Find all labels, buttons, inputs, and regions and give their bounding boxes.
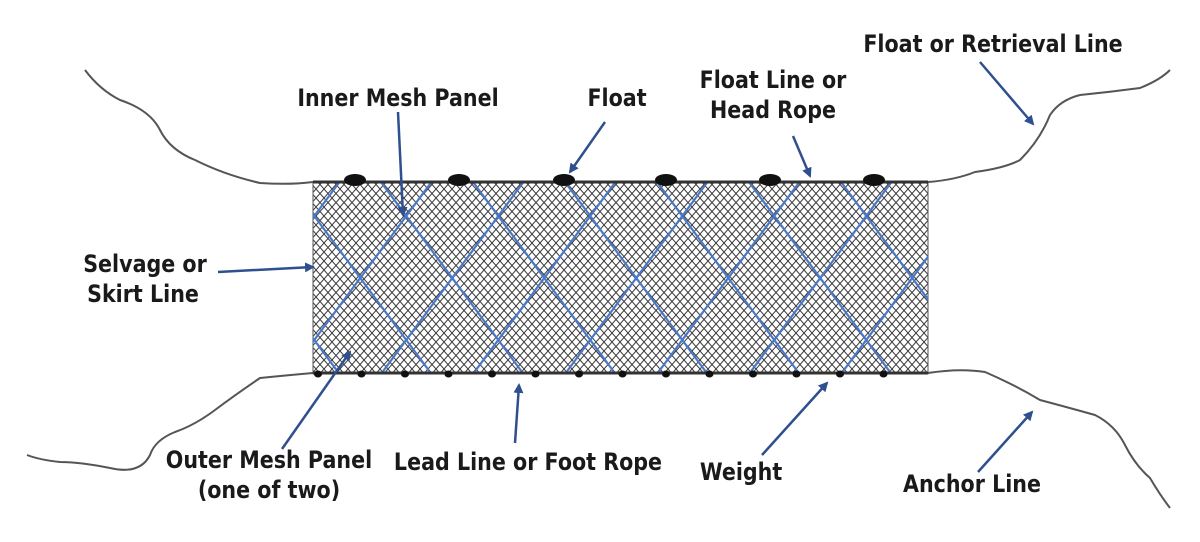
floats: [344, 174, 885, 186]
float-5: [759, 174, 781, 186]
outer-mesh-strand: [656, 182, 801, 374]
arrow-inner-mesh: [396, 111, 408, 217]
right-anchor-line: [927, 369, 1171, 509]
float-3: [553, 174, 575, 186]
inner-mesh-panel: [312, 181, 929, 375]
arrow-head-rope: [791, 135, 812, 178]
arrow-float: [568, 121, 607, 174]
weight-marker: [705, 370, 714, 378]
weight-marker: [879, 370, 888, 378]
weight-marker: [575, 370, 583, 378]
arrow-selvage: [217, 262, 315, 274]
outer-mesh-strand: [313, 336, 341, 374]
label-selvage-line1: Selvage or: [83, 251, 207, 279]
float-4: [655, 174, 677, 186]
outer-mesh-panel: [313, 182, 1200, 374]
label-anchor-line: Anchor Line: [903, 471, 1041, 499]
callout-arrows: [217, 61, 1035, 473]
weights: [314, 370, 888, 378]
outer-mesh-strand: [564, 182, 709, 374]
float-2: [448, 174, 470, 186]
arrow-retrieval-line: [979, 61, 1035, 126]
float-6: [863, 174, 885, 186]
weight-marker: [314, 370, 322, 378]
outer-mesh-strand: [313, 182, 341, 220]
outer-mesh-strand: [313, 182, 433, 344]
right-float-line: [927, 69, 1171, 183]
left-float-line: [84, 69, 314, 185]
weight-marker: [662, 370, 670, 378]
outer-mesh-strand: [1025, 182, 1168, 374]
label-lead-line: Lead Line or Foot Rope: [394, 449, 662, 477]
weight-marker: [618, 370, 627, 378]
outer-mesh-strand: [1117, 182, 1200, 374]
arrow-outer-mesh: [280, 350, 352, 450]
outer-mesh-strand: [472, 182, 617, 374]
outer-mesh-strand: [748, 182, 893, 374]
label-float-or-retrieval-line: Float or Retrieval Line: [863, 31, 1122, 59]
weight-marker: [488, 370, 496, 378]
outer-mesh-strand: [1117, 182, 1200, 374]
label-selvage-line2: Skirt Line: [87, 281, 199, 309]
weight-marker: [357, 370, 366, 378]
weight-marker: [444, 370, 453, 378]
float-1: [344, 174, 366, 186]
weight-marker: [531, 370, 540, 378]
arrow-weight: [761, 381, 829, 456]
outer-mesh-strand: [933, 182, 1076, 374]
label-outer-mesh-line1: Outer Mesh Panel: [166, 447, 372, 475]
outer-mesh-strand: [380, 182, 525, 374]
weight-marker: [792, 370, 801, 378]
arrow-anchor-line: [977, 410, 1034, 473]
label-inner-mesh-panel: Inner Mesh Panel: [297, 85, 498, 113]
label-float: Float: [587, 85, 646, 113]
weight-marker: [749, 370, 757, 378]
outer-mesh-strand: [933, 182, 1076, 374]
outer-mesh-strand: [1025, 182, 1168, 374]
left-anchor-line: [26, 372, 314, 471]
weight-marker: [401, 370, 409, 378]
label-float-line-line2: Head Rope: [710, 97, 836, 125]
outer-mesh-strand: [840, 254, 928, 374]
arrow-lead-line: [513, 383, 524, 444]
label-outer-mesh-line2: (one of two): [198, 477, 340, 505]
label-weight: Weight: [700, 459, 783, 487]
label-float-line-line1: Float Line or: [700, 67, 847, 95]
weight-marker: [836, 370, 844, 378]
